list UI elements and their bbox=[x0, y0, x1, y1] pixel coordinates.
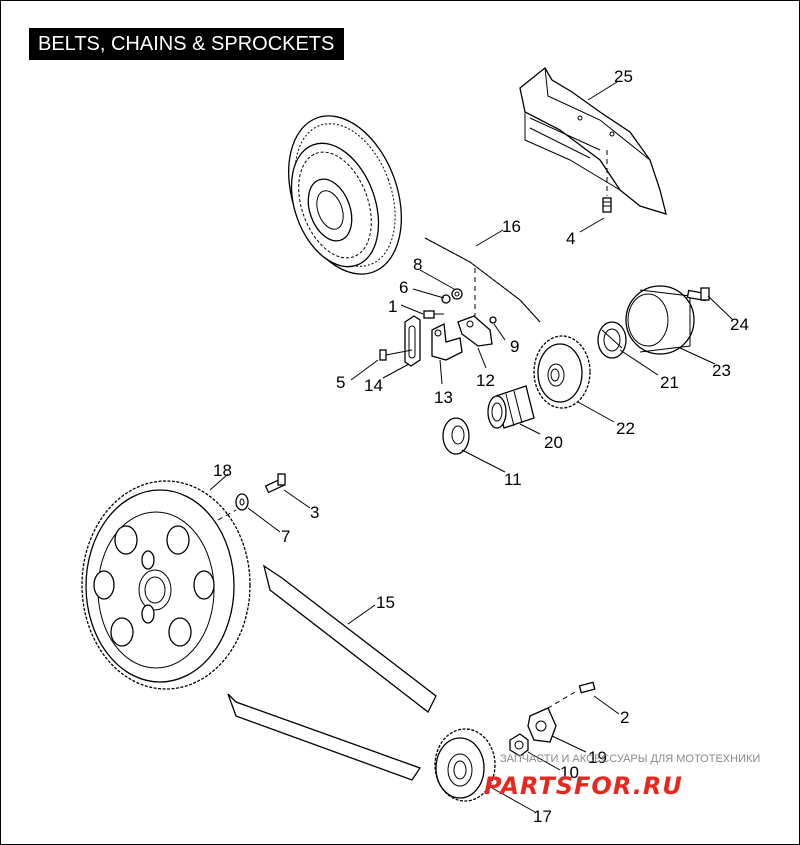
part-19-lock-plate bbox=[527, 707, 557, 743]
callout-22: 22 bbox=[616, 419, 635, 438]
part-2-screw bbox=[578, 681, 596, 694]
part-9-pin bbox=[489, 316, 497, 324]
callout-25: 25 bbox=[614, 67, 633, 86]
part-4-screw bbox=[602, 197, 612, 213]
part-21-sliding-cam bbox=[597, 321, 627, 359]
callout-21: 21 bbox=[660, 373, 679, 392]
part-17-transmission-sprocket bbox=[434, 728, 496, 802]
part-22-compensator-sprocket bbox=[533, 335, 591, 409]
callout-18: 18 bbox=[213, 461, 232, 480]
part-23-compensator-cover bbox=[625, 285, 695, 355]
clutch-basket bbox=[288, 115, 402, 275]
leader-lines bbox=[209, 81, 734, 813]
page-title: BELTS, CHAINS & SPROCKETS bbox=[29, 28, 345, 60]
callout-20: 20 bbox=[544, 433, 563, 452]
part-18-rear-pulley bbox=[81, 480, 251, 690]
callout-24: 24 bbox=[730, 315, 749, 334]
callout-10: 10 bbox=[560, 763, 579, 782]
callout-2: 2 bbox=[620, 708, 629, 727]
part-24-bolt bbox=[686, 287, 710, 302]
part-15-drive-belt bbox=[227, 564, 437, 781]
part-1-bolt bbox=[423, 310, 444, 319]
callout-numbers: 1 2 3 4 5 6 7 8 9 10 11 12 13 14 15 16 1… bbox=[213, 67, 749, 826]
callout-8: 8 bbox=[413, 255, 422, 274]
callout-3: 3 bbox=[310, 503, 319, 522]
callout-6: 6 bbox=[399, 278, 408, 297]
callout-1: 1 bbox=[388, 297, 397, 316]
callout-13: 13 bbox=[434, 388, 453, 407]
callout-12: 12 bbox=[476, 371, 495, 390]
part-25-chain-guard bbox=[519, 67, 667, 215]
callout-11: 11 bbox=[504, 470, 522, 489]
callout-9: 9 bbox=[510, 337, 519, 356]
part-8-nut bbox=[451, 288, 463, 300]
callout-19: 19 bbox=[588, 748, 607, 767]
callout-7: 7 bbox=[281, 527, 290, 546]
part-7-washer bbox=[235, 493, 249, 511]
callout-4: 4 bbox=[566, 229, 575, 248]
callout-17: 17 bbox=[533, 807, 552, 826]
part-16-primary-chain bbox=[424, 237, 541, 323]
callout-5: 5 bbox=[336, 373, 345, 392]
part-11-washer bbox=[442, 417, 470, 455]
part-6-washer bbox=[441, 294, 451, 304]
callout-23: 23 bbox=[712, 361, 731, 380]
part-20-shaft-extension bbox=[487, 385, 535, 429]
part-13-tensioner-shoe bbox=[431, 323, 463, 361]
part-3-bolt bbox=[264, 473, 286, 494]
part-12-tensioner bbox=[457, 315, 493, 347]
part-10-nut bbox=[509, 733, 529, 757]
part-14-adjuster-plate bbox=[404, 315, 421, 367]
watermark-tagline: ЗАПЧАСТИ И АКСЕССУАРЫ ДЛЯ МОТОТЕХНИКИ bbox=[500, 753, 760, 765]
watermark: ЗАПЧАСТИ И АКСЕССУАРЫ ДЛЯ МОТОТЕХНИКИ PA… bbox=[484, 753, 760, 800]
callout-15: 15 bbox=[376, 593, 395, 612]
part-5-bolt bbox=[379, 349, 413, 361]
callout-14: 14 bbox=[364, 376, 383, 395]
watermark-logo-text: PARTSFOR.RU bbox=[484, 772, 683, 800]
callout-16: 16 bbox=[502, 217, 521, 236]
